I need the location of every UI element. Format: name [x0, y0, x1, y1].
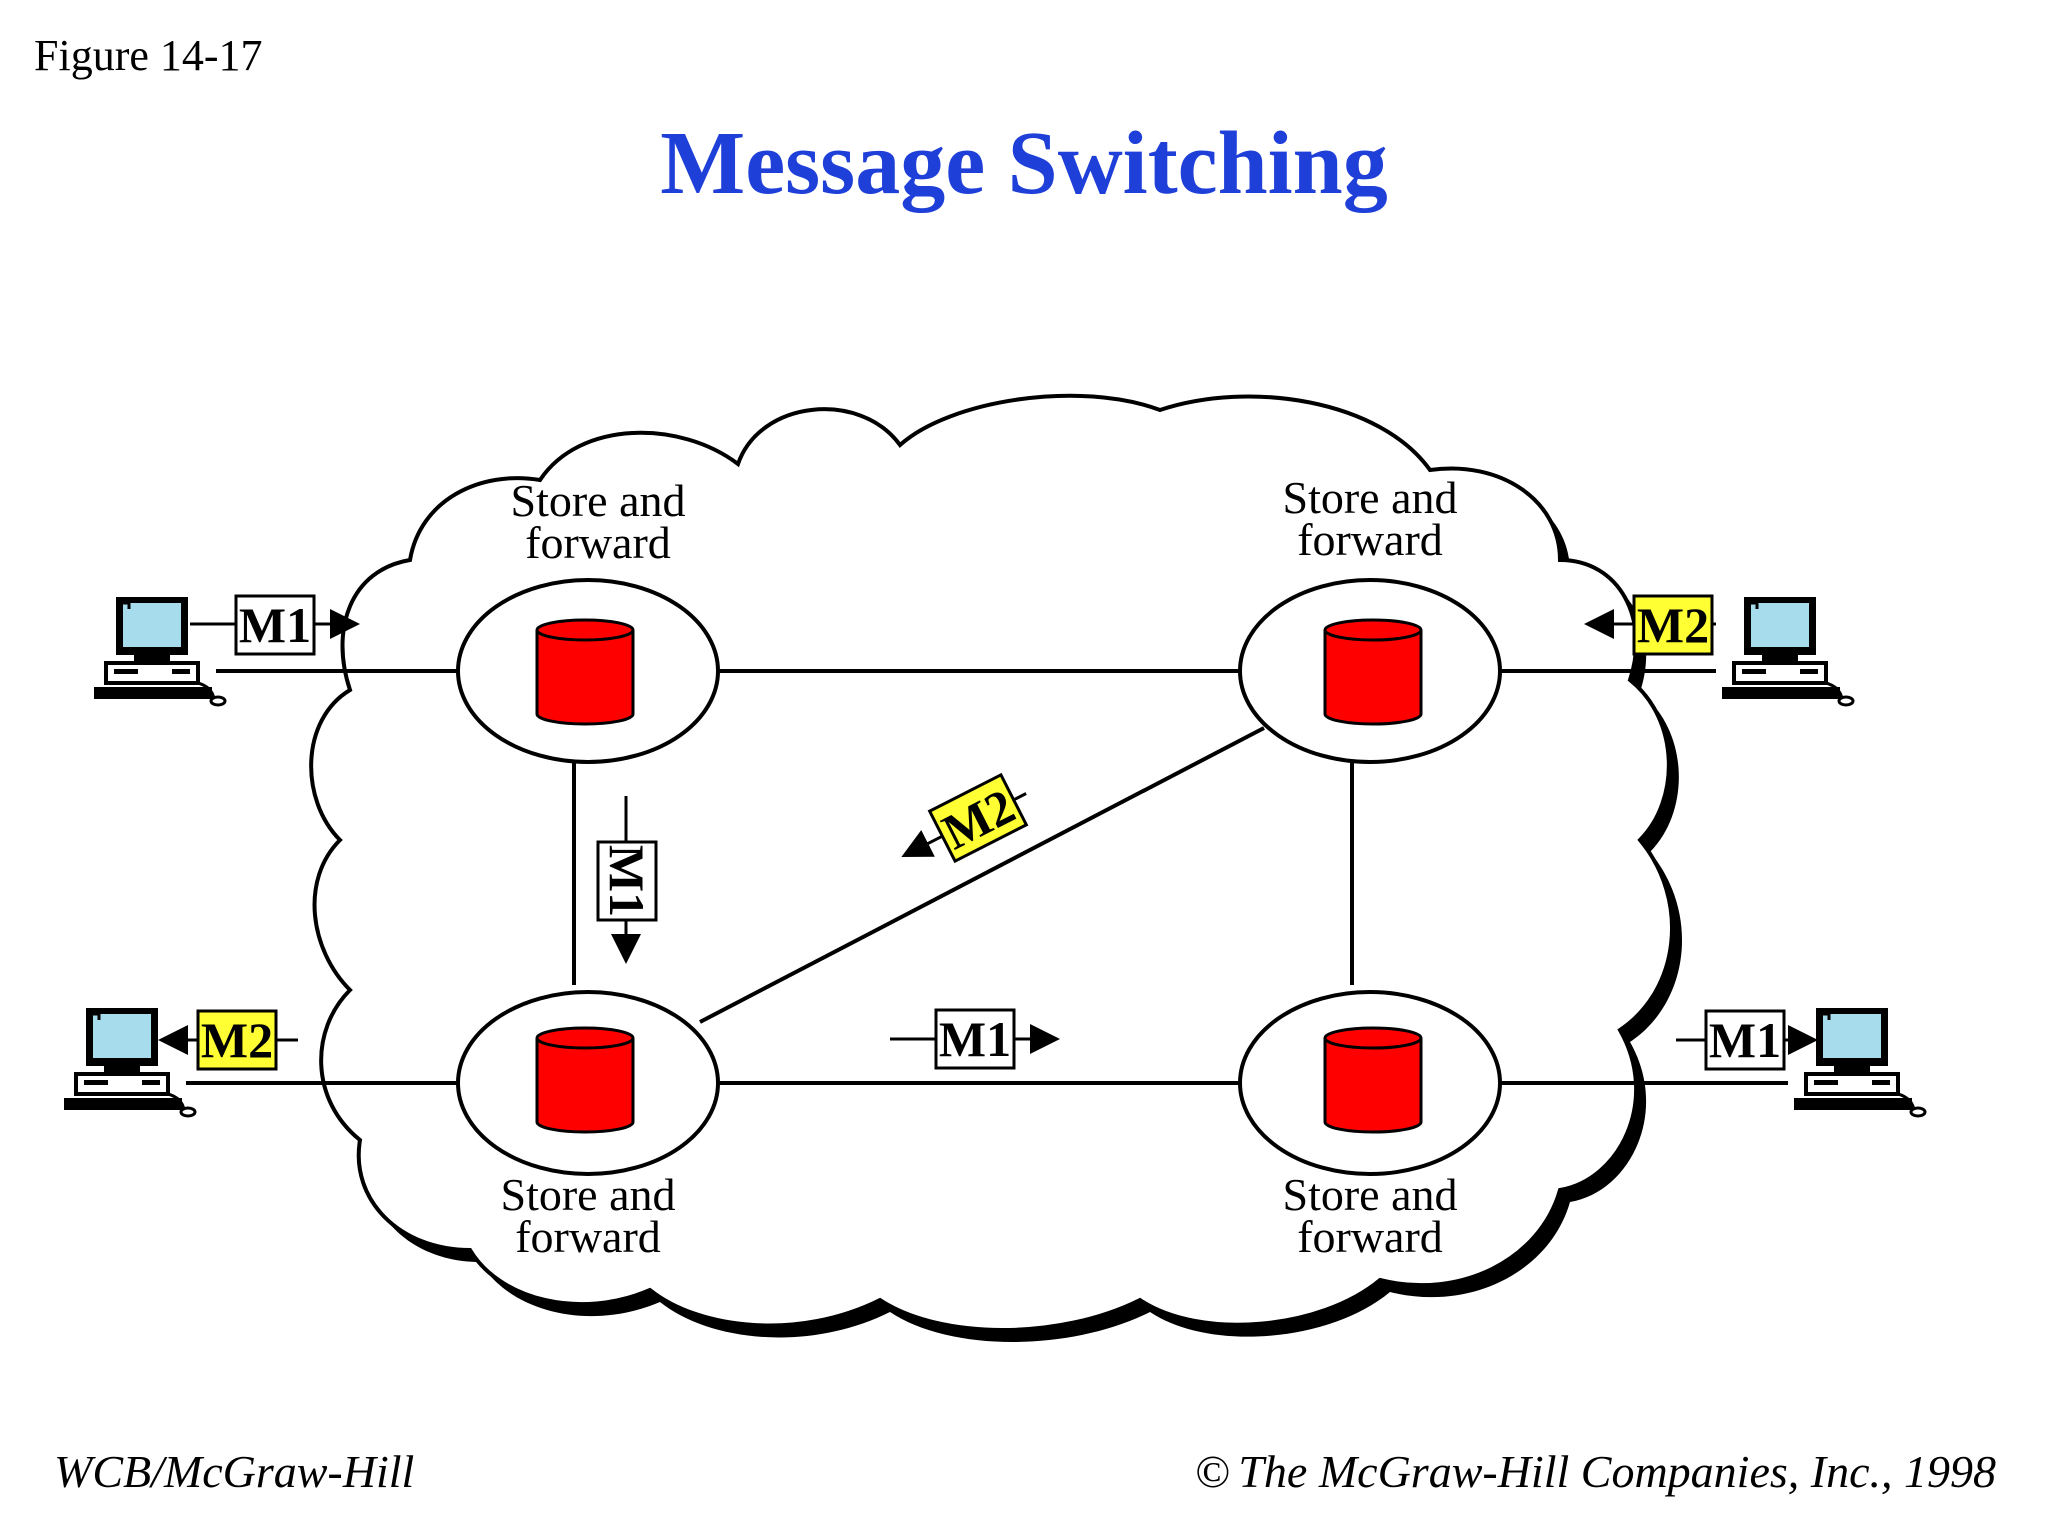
node-label: forward [1297, 1211, 1443, 1262]
node-label: Store and [1282, 1169, 1457, 1220]
storage-icon [1323, 1026, 1423, 1134]
copyright-label: ©The McGraw-Hill Companies, Inc., 1998 [1195, 1445, 1996, 1498]
node-bottom-right: Store and forward [1238, 990, 1502, 1262]
message-m1-middle: M1 [890, 1008, 1060, 1070]
node-label: Store and [500, 1169, 675, 1220]
message-label: M2 [1637, 597, 1709, 653]
page-title: Message Switching [660, 114, 1388, 213]
node-top-left: Store and forward [456, 475, 720, 764]
copyright-symbol: © [1195, 1446, 1231, 1497]
storage-icon [535, 618, 635, 726]
message-label: M2 [201, 1012, 273, 1068]
node-top-right: Store and forward [1238, 472, 1502, 764]
copyright-text: The McGraw-Hill Companies, Inc., 1998 [1238, 1446, 1996, 1497]
node-label: forward [515, 1211, 661, 1262]
message-label: M1 [239, 597, 311, 653]
node-label: forward [525, 517, 671, 568]
node-label: forward [1297, 514, 1443, 565]
message-label: M1 [599, 845, 655, 917]
message-m1-sender: M1 [190, 594, 360, 656]
node-label: Store and [510, 475, 685, 526]
publisher-label: WCB/McGraw-Hill [54, 1446, 415, 1497]
message-label: M1 [1709, 1012, 1781, 1068]
link-top-right-bottom-left [699, 726, 1265, 1024]
message-label: M1 [939, 1011, 1011, 1067]
node-label: Store and [1282, 472, 1457, 523]
message-m1-vertical: M1 [596, 796, 658, 964]
node-bottom-left: Store and forward [456, 990, 720, 1262]
message-m2-sender: M2 [1584, 594, 1716, 656]
computer-sender-m1-icon [86, 589, 227, 707]
storage-icon [535, 1026, 635, 1134]
message-m2-receiver: M2 [158, 1009, 298, 1071]
computer-receiver-m2-icon [56, 1000, 197, 1118]
figure-label: Figure 14-17 [34, 31, 263, 80]
message-m1-receiver: M1 [1676, 1009, 1818, 1071]
computer-receiver-m1-icon [1786, 1000, 1927, 1118]
storage-icon [1323, 618, 1423, 726]
computer-sender-m2-icon [1714, 589, 1855, 707]
